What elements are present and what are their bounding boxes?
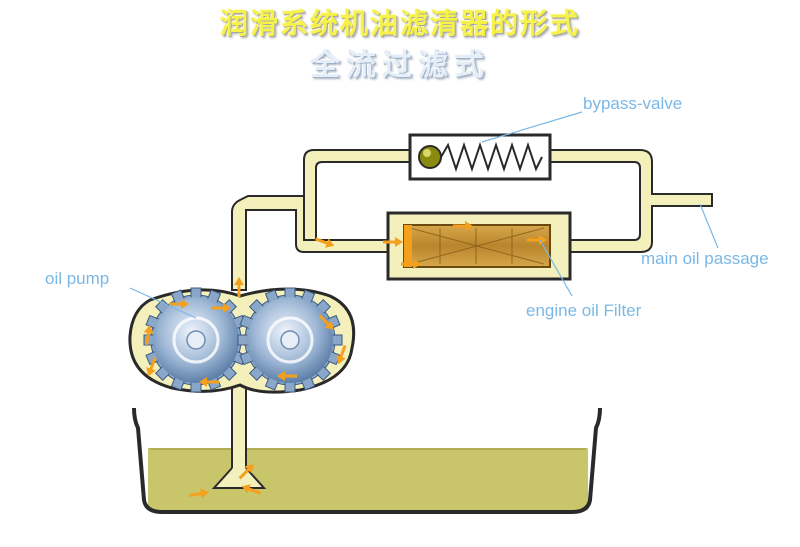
diagram-subtitle: 全流过滤式 <box>310 48 490 83</box>
engine-oil-filter-label: engine oil Filter <box>526 301 642 320</box>
drive-gear-icon <box>142 286 250 394</box>
bypass-valve-label: bypass-valve <box>583 94 683 113</box>
label-leaders <box>129 111 719 319</box>
main-oil-passage-label: main oil passage <box>641 249 769 268</box>
oil-pump <box>128 286 356 394</box>
oil-pump-label: oil pump <box>45 269 110 288</box>
oil-pipe-circuit <box>231 149 713 291</box>
diagram-title: 润滑系统机油滤清器的形式 <box>219 7 580 40</box>
bypass-valve <box>408 133 552 181</box>
engine-oil-filter <box>386 211 572 281</box>
